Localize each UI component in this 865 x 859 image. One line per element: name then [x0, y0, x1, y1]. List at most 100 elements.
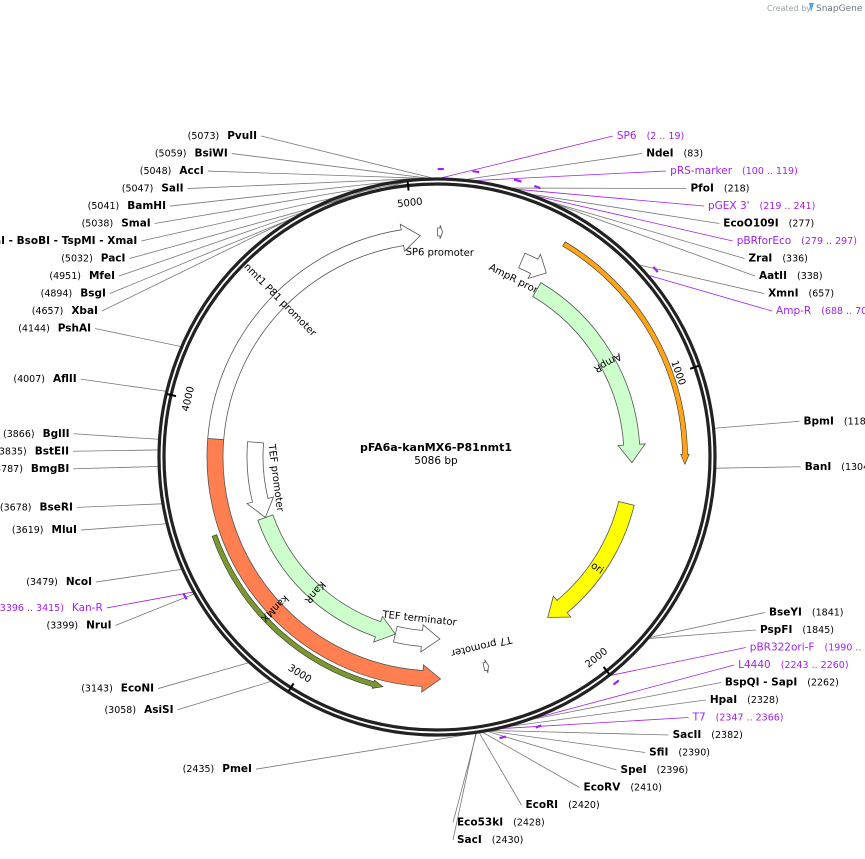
site-acci-position: (5048) [140, 166, 172, 177]
site-bspqi-sapi-name: BspQI - SapI [725, 677, 797, 689]
primer-amp-r-mark [652, 266, 659, 273]
site-saci: SacI(2430) [457, 834, 523, 846]
primer-pbr322ori-f-name: pBR322ori-F [750, 642, 815, 654]
site-bglii-leader [73, 433, 159, 440]
site-mfei-name: MfeI [89, 270, 115, 282]
site-bmgbi: BmgBI(3787) [0, 463, 69, 475]
primer-sp6-leader [440, 135, 613, 179]
site-pmei-leader [255, 733, 475, 770]
site-pshai-name: PshAI [58, 323, 91, 335]
site-pspfi-leader [648, 629, 757, 639]
site-bmgbi-position: (3787) [0, 464, 23, 475]
site-smai: SmaI(5038) [82, 218, 151, 230]
site-spei: SpeI(2396) [621, 764, 689, 776]
primer-t7-name: T7 [692, 712, 706, 724]
site-bsiwi-position: (5059) [155, 149, 187, 160]
ruler-tick-label: 4000 [180, 385, 196, 412]
site-acci-name: AccI [179, 165, 203, 177]
site-ecorv: EcoRV (2410) [584, 782, 662, 794]
site-bani-name: BanI [805, 461, 831, 473]
site-bmgbi-leader [73, 466, 159, 470]
feature-t7-promoter-label: T7 promoter [449, 633, 514, 658]
site-avai-bsobi-tspmi-xmai: AvaI - BsoBI - TspMI - XmaI(5036) [0, 235, 137, 247]
site-aatii-position: (338) [797, 271, 823, 282]
primer-l4440-mark [535, 724, 542, 729]
site-aflii-leader [80, 378, 166, 392]
site-sacii-leader [492, 730, 669, 736]
site-sali: SalI(5047) [122, 183, 184, 195]
site-aflii-position: (4007) [13, 374, 45, 385]
site-hpai-position: (2328) [747, 695, 779, 706]
site-bglii-position: (3866) [3, 429, 35, 440]
primer-prs-marker-mark [472, 170, 480, 174]
site-bseyi-name: BseYI [769, 607, 802, 619]
site-xbai: XbaI(4657) [32, 305, 98, 317]
site-sacii-position: (2382) [711, 730, 743, 741]
site-nrui-leader [115, 593, 195, 626]
primer-amp-r: Amp-R(688 .. 707) [776, 305, 865, 317]
site-mlui-position: (3619) [12, 525, 44, 536]
site-aatii: AatII (338) [759, 270, 823, 282]
site-paci: PacI(5032) [61, 253, 125, 265]
site-eco53ki: Eco53kI(2428) [457, 817, 545, 829]
site-ecori: EcoRI(2420) [525, 799, 599, 811]
backbone [157, 177, 717, 737]
site-econi: EcoNI(3143) [81, 683, 154, 695]
primer-prs-marker-name: pRS-marker [670, 165, 733, 177]
feature-ori-arrow [547, 501, 635, 618]
site-eco53ki-position: (2428) [513, 818, 545, 829]
site-xmni-position: (657) [809, 289, 835, 300]
primer-sp6-name: SP6 [617, 130, 637, 142]
site-ecorv-position: (2410) [630, 783, 662, 794]
site-aatii-name: AatII [759, 270, 787, 282]
primer-pbr322ori-f-leader [610, 647, 746, 676]
site-bamhi-position: (5041) [88, 201, 120, 212]
site-sali-position: (5047) [122, 184, 154, 195]
site-ndei-position: (83) [684, 149, 704, 160]
site-pfoi-name: PfoI [690, 183, 713, 195]
site-zrai-position: (336) [782, 254, 808, 265]
primer-l4440-position: (2243 .. 2260) [781, 660, 849, 671]
primer-t7-mark [499, 735, 507, 740]
primer-kan-r-position: (3396 .. 3415) [0, 603, 64, 614]
feature-sp6-promoter-arrow [437, 225, 443, 239]
site-ecorv-name: EcoRV [584, 782, 622, 794]
site-ecoo109i-leader [530, 193, 720, 224]
site-bseri: BseRI(3678) [0, 501, 73, 513]
site-sacii-name: SacII [673, 729, 702, 741]
site-econi-leader [157, 662, 249, 689]
primer-kan-r-leader [106, 591, 193, 609]
feature-ampr-promoter-arrow [518, 252, 547, 280]
site-ecoo109i: EcoO109I(277) [723, 218, 814, 230]
site-ecorv-leader [482, 731, 580, 788]
credit: Created by SnapGene [767, 3, 863, 14]
site-pvuii-name: PvuII [227, 130, 257, 142]
site-avai-bsobi-tspmi-xmai-name: AvaI - BsoBI - TspMI - XmaI [0, 235, 137, 247]
site-bpmi: BpmI(1188) [804, 415, 865, 427]
site-bsgi-leader [109, 185, 372, 294]
site-bsteii: BstEII(3835) [0, 445, 69, 457]
site-bsiwi: BsiWI(5059) [155, 148, 228, 160]
primer-pbrforeco-leader [534, 195, 733, 242]
site-mfei: MfeI(4951) [49, 270, 115, 282]
site-saci-leader [452, 733, 477, 841]
ruler-tick-label: 3000 [286, 663, 313, 686]
primer-sp6: SP6(2 .. 19) [617, 130, 684, 142]
site-asisi: AsiSI(3058) [104, 704, 173, 716]
credit-prefix: Created by [767, 4, 811, 13]
site-smai-name: SmaI [121, 218, 151, 230]
primer-prs-marker-position: (100 .. 119) [742, 166, 798, 177]
site-ecori-name: EcoRI [525, 799, 558, 811]
primer-prs-marker-leader [474, 170, 667, 181]
site-paci-position: (5032) [61, 254, 93, 265]
site-ecori-leader [478, 732, 522, 806]
site-sfii: SfiI(2390) [649, 747, 710, 759]
ruler-tick [602, 666, 610, 675]
plasmid-name: pFA6a-kanMX6-P81nmt1 [360, 441, 512, 454]
site-asisi-position: (3058) [104, 705, 136, 716]
site-ecoo109i-name: EcoO109I [723, 218, 778, 230]
site-nrui-position: (3399) [47, 620, 79, 631]
primer-pbr322ori-f: pBR322ori-F(1990 .. 2009) [750, 642, 865, 654]
site-ncoi-name: NcoI [66, 576, 92, 588]
